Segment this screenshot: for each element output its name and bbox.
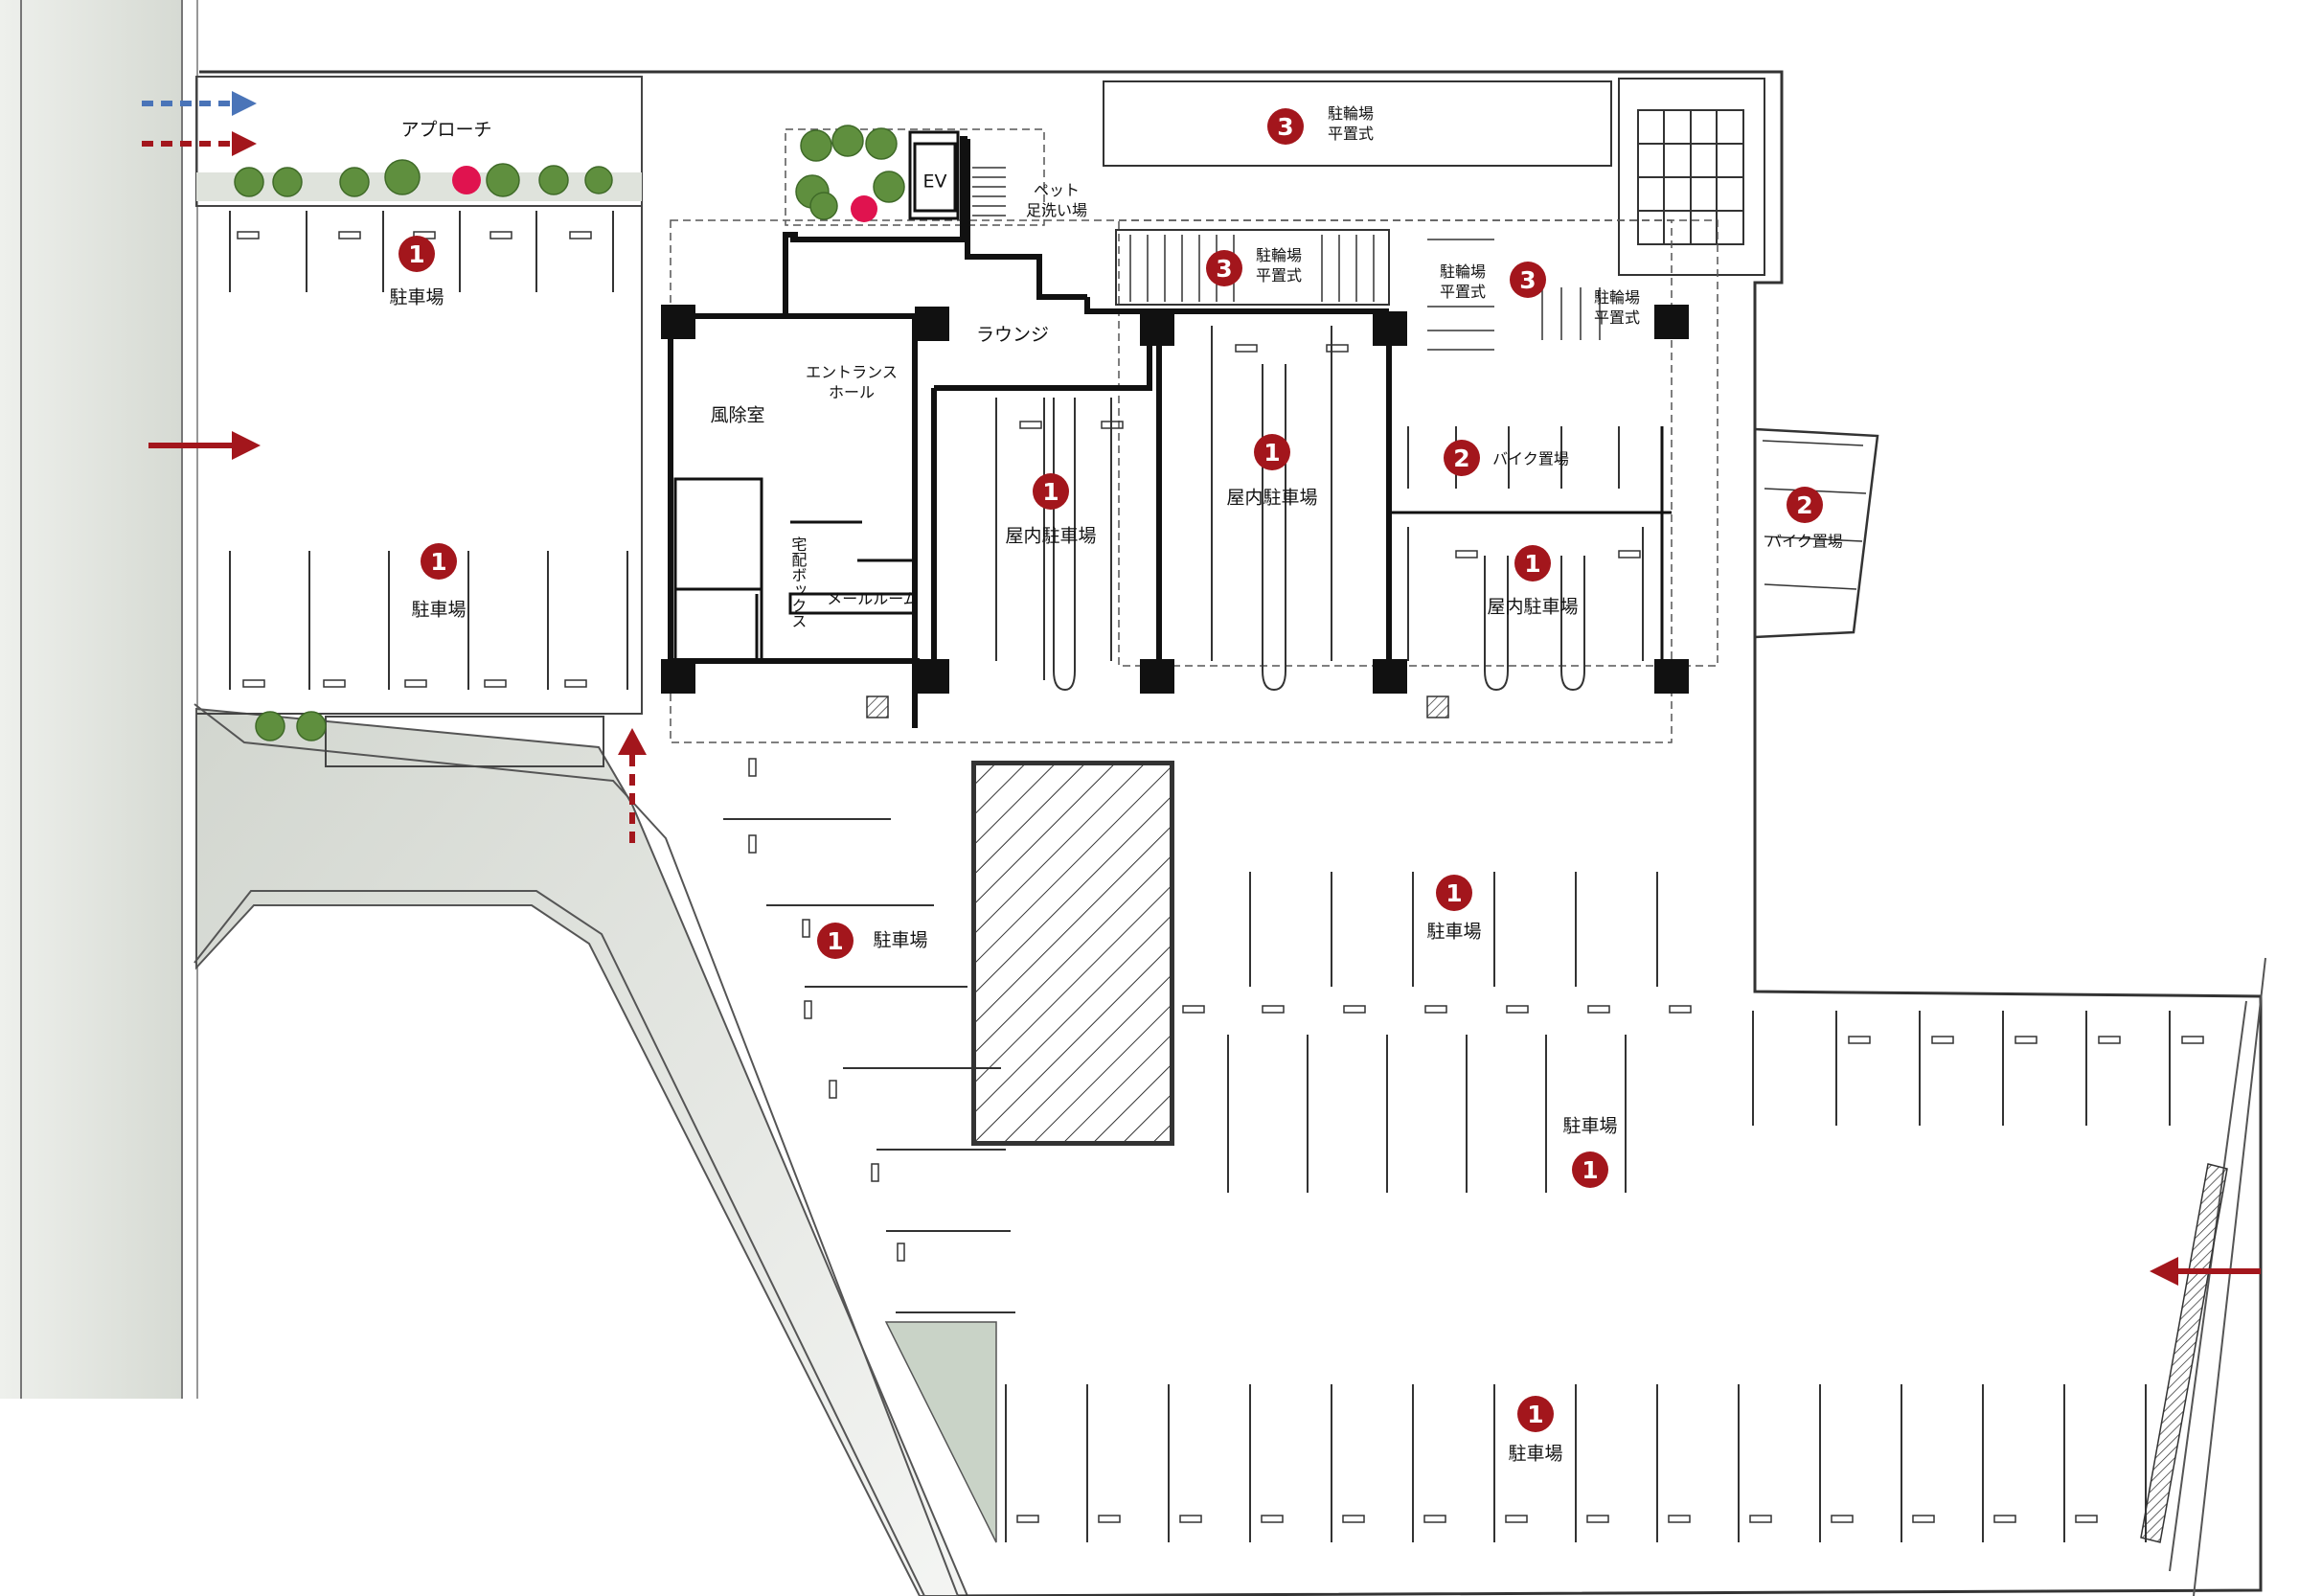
badge-1: 1 bbox=[1033, 473, 1069, 510]
stalls-center bbox=[1227, 872, 2171, 1193]
badge-1: 1 bbox=[421, 543, 457, 580]
stalls-bottom bbox=[1005, 1384, 2147, 1542]
machine-grid bbox=[1637, 109, 1744, 245]
wheel-stops bbox=[237, 231, 2204, 1523]
label-indoor-parking: 屋内駐車場 bbox=[1005, 525, 1097, 547]
badge-1: 1 bbox=[1254, 434, 1290, 470]
label-indoor-parking: 屋内駐車場 bbox=[1226, 487, 1318, 509]
label-bike-parking: バイク置場 bbox=[1766, 532, 1843, 551]
badge-3: 3 bbox=[1206, 250, 1242, 286]
arrow-right-icon bbox=[142, 91, 261, 460]
tree-icon bbox=[234, 125, 905, 741]
label-indoor-parking: 屋内駐車場 bbox=[1487, 596, 1579, 618]
label-ev: EV bbox=[922, 171, 947, 193]
label-bicycle-parking: 駐輪場平置式 bbox=[1327, 104, 1375, 143]
badge-3: 3 bbox=[1510, 262, 1546, 298]
label-parking: 駐車場 bbox=[1562, 1115, 1618, 1137]
badge-1: 1 bbox=[1517, 1396, 1554, 1432]
label-bicycle-parking: 駐輪場平置式 bbox=[1439, 262, 1487, 301]
stalls-lower-left bbox=[723, 818, 1015, 1313]
badge-3: 3 bbox=[1267, 108, 1304, 145]
badge-1: 1 bbox=[1436, 875, 1472, 911]
badge-1: 1 bbox=[1514, 545, 1551, 581]
label-bike-parking: バイク置場 bbox=[1492, 449, 1569, 468]
label-bicycle-parking: 駐輪場平置式 bbox=[1593, 288, 1641, 327]
label-approach: アプローチ bbox=[400, 119, 492, 141]
label-mailroom: メールルーム bbox=[827, 589, 919, 608]
label-delivery-box: 宅配ボックス bbox=[788, 536, 808, 628]
elevator-icon bbox=[913, 142, 957, 213]
flower-icon bbox=[452, 166, 877, 222]
badge-2: 2 bbox=[1787, 487, 1823, 523]
label-parking: 駐車場 bbox=[1508, 1443, 1563, 1465]
stalls-indoor bbox=[995, 326, 1644, 692]
badge-2: 2 bbox=[1444, 440, 1480, 476]
arrow-up-icon bbox=[618, 728, 647, 843]
label-lounge: ラウンジ bbox=[975, 324, 1050, 346]
label-windbreak: 風除室 bbox=[710, 404, 765, 426]
label-parking: 駐車場 bbox=[873, 929, 928, 951]
label-bicycle-parking: 駐輪場平置式 bbox=[1255, 246, 1303, 285]
badge-1: 1 bbox=[817, 923, 854, 959]
ramp-road bbox=[195, 707, 969, 1596]
label-pet-wash: ペット足洗い場 bbox=[1025, 181, 1088, 219]
label-parking: 駐車場 bbox=[411, 599, 467, 621]
badge-1: 1 bbox=[1572, 1151, 1608, 1188]
label-entrance-hall: エントランスホール bbox=[806, 363, 898, 401]
road-left bbox=[0, 0, 182, 1399]
badge-1: 1 bbox=[398, 236, 435, 272]
hatched-zone bbox=[971, 761, 1174, 1146]
ramp-grill-right bbox=[2140, 1163, 2228, 1543]
arrow-left-icon bbox=[2150, 1257, 2261, 1286]
label-parking: 駐車場 bbox=[389, 286, 444, 308]
structural-columns bbox=[661, 305, 1689, 694]
stalls-left bbox=[229, 211, 628, 690]
building-walls bbox=[668, 136, 1392, 728]
label-parking: 駐車場 bbox=[1426, 921, 1482, 943]
